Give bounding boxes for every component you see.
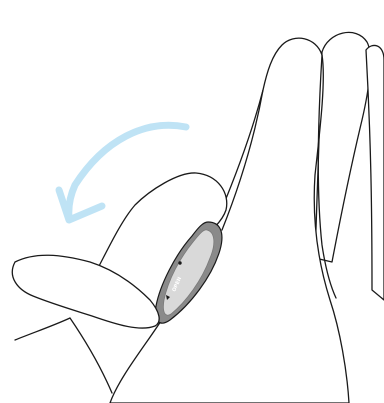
pinky-finger: [366, 45, 384, 300]
dial-dot: [178, 261, 181, 264]
wrist-edge: [70, 318, 112, 393]
arm-edge: [15, 318, 70, 340]
arrow-head: [59, 190, 102, 220]
